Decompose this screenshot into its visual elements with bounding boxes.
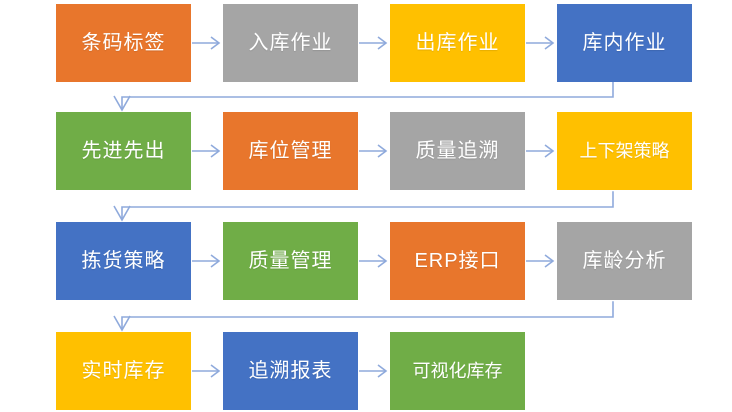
flow-row-1: 条码标签 入库作业 出库作业 库内作业 [0,4,732,82]
arrow-right-icon [358,4,390,82]
flow-node-barcode-label[interactable]: 条码标签 [56,4,191,82]
flow-node-inbound-operation[interactable]: 入库作业 [223,4,358,82]
flow-node-in-warehouse-operation[interactable]: 库内作业 [557,4,692,82]
flow-node-traceability-report[interactable]: 追溯报表 [223,332,358,410]
flow-node-erp-interface[interactable]: ERP接口 [390,222,525,300]
flow-row-4: 实时库存 追溯报表 可视化库存 [0,332,732,410]
wrap-connector-row2-row3 [113,191,614,222]
flow-node-quality-management[interactable]: 质量管理 [223,222,358,300]
arrow-right-icon [358,222,390,300]
flow-node-inventory-age-analysis[interactable]: 库龄分析 [557,222,692,300]
wrap-connector-row1-row2 [113,81,614,112]
flow-node-outbound-operation[interactable]: 出库作业 [390,4,525,82]
arrow-right-icon [191,332,223,410]
arrow-right-icon [191,222,223,300]
flow-node-realtime-inventory[interactable]: 实时库存 [56,332,191,410]
arrow-right-icon [525,4,557,82]
arrow-right-icon [358,332,390,410]
flow-node-quality-traceability[interactable]: 质量追溯 [390,112,525,190]
arrow-right-icon [358,112,390,190]
flow-node-fifo[interactable]: 先进先出 [56,112,191,190]
wrap-connector-row3-row4 [113,301,614,332]
arrow-right-icon [191,112,223,190]
flow-node-location-management[interactable]: 库位管理 [223,112,358,190]
arrow-right-icon [191,4,223,82]
flow-row-3: 拣货策略 质量管理 ERP接口 库龄分析 [0,222,732,300]
flow-row-2: 先进先出 库位管理 质量追溯 上下架策略 [0,112,732,190]
flow-node-visual-inventory[interactable]: 可视化库存 [390,332,525,410]
arrow-right-icon [525,222,557,300]
arrow-right-icon [525,112,557,190]
flow-node-putaway-retrieval-strategy[interactable]: 上下架策略 [557,112,692,190]
flow-node-picking-strategy[interactable]: 拣货策略 [56,222,191,300]
